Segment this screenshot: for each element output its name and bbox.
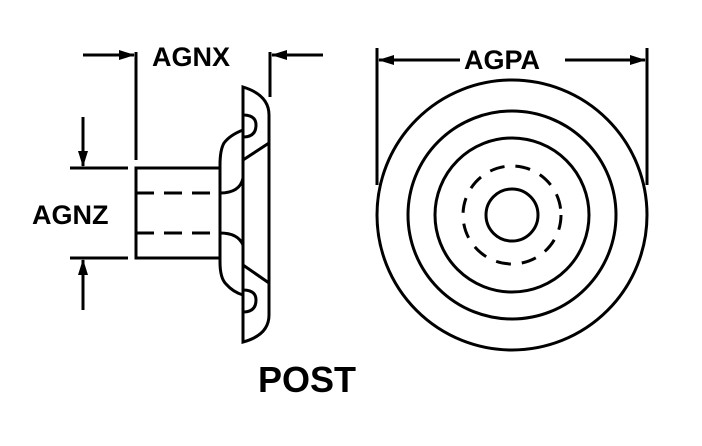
agnx-dimension [83,50,323,160]
agnz-dimension [70,117,128,310]
agnx-label: AGNX [148,44,235,71]
agpa-dimension [375,48,649,185]
agpa-label: AGPA [460,47,545,74]
post-side-view [134,84,271,344]
post-front-view [375,78,649,352]
diagram-title: POST [254,362,361,398]
agnz-label: AGNZ [28,202,113,229]
